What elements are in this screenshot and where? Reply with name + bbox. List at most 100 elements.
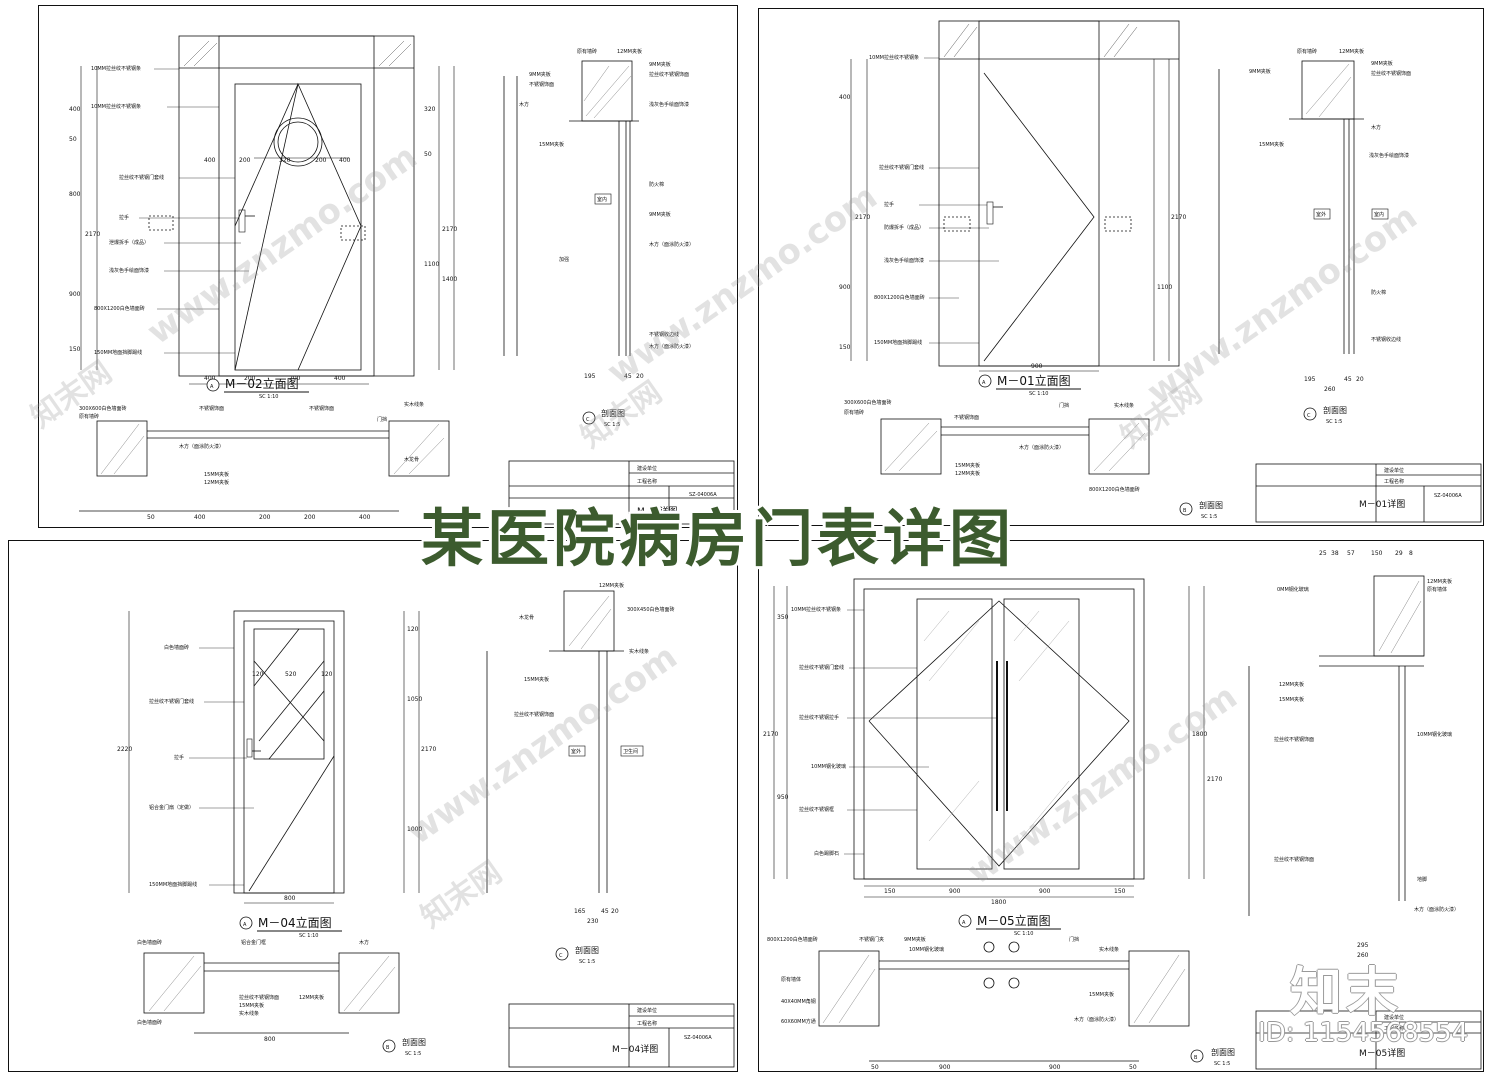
section-scale: SC 1:5 bbox=[1326, 419, 1342, 425]
elevation-title: M－04立面图 bbox=[258, 915, 332, 930]
title-block-project: 工程名称 bbox=[1384, 478, 1404, 485]
label: 拉手 bbox=[174, 754, 184, 761]
label: 150MM地面挡脚踢线 bbox=[94, 349, 142, 356]
label: 9MM夹板 bbox=[1371, 60, 1393, 67]
label: 9MM夹板 bbox=[649, 61, 671, 68]
plan-mark: B bbox=[386, 1045, 390, 1051]
section-scale: SC 1:5 bbox=[604, 422, 620, 428]
label: 15MM夹板 bbox=[1259, 141, 1284, 148]
elevation-labels-m02: 10MM拉丝纹不锈钢条 10MM拉丝纹不锈钢条 拉丝纹不锈钢门套线 拉手 泄爆拆… bbox=[91, 65, 164, 356]
dim: 800 bbox=[69, 191, 81, 198]
label: 10MM拉丝纹不锈钢条 bbox=[791, 606, 841, 613]
label: 门挡 bbox=[1059, 402, 1069, 409]
label: 防火棉 bbox=[1371, 289, 1386, 296]
label: 白色墙面砖 bbox=[137, 939, 162, 946]
elevation-scale: SC 1:10 bbox=[299, 933, 318, 939]
dim: 2220 bbox=[117, 746, 132, 753]
label: 拉手 bbox=[119, 214, 129, 221]
section-labels-m05: 12MM夹板 原有墙体 0MM钢化玻璃 12MM夹板 15MM夹板 拉丝纹不锈钢… bbox=[1274, 578, 1459, 913]
section-scale: SC 1:5 bbox=[579, 959, 595, 965]
label: 白色墙面砖 bbox=[164, 644, 189, 651]
dim: 50 bbox=[424, 151, 432, 158]
title-block-name: M-02详图 bbox=[637, 505, 677, 517]
drawing-m05: 350 2170 950 1800 2170 150 900 900 150 1… bbox=[763, 550, 1482, 1071]
label: 拉丝纹不锈钢饰面 bbox=[1274, 856, 1314, 863]
dim: 400 bbox=[839, 94, 851, 101]
label: 300X600白色墙面砖 bbox=[844, 399, 892, 406]
drawing-m04: 2220 120 1050 2170 1000 120 520 120 800 … bbox=[117, 582, 735, 1068]
dim: 900 bbox=[69, 291, 81, 298]
room-tag: 卫生间 bbox=[623, 748, 638, 755]
label: 不锈钢收边线 bbox=[649, 331, 679, 338]
title-block-code: SZ-04006A bbox=[689, 492, 717, 498]
label: 15MM夹板 bbox=[1089, 991, 1114, 998]
label: 实木线条 bbox=[404, 401, 424, 408]
label: 9MM夹板 bbox=[649, 211, 671, 218]
label: 实木线条 bbox=[239, 1010, 259, 1017]
label: 不锈钢门夹 bbox=[859, 936, 884, 943]
room-tag: 室外 bbox=[1316, 211, 1326, 218]
dim: 38 bbox=[1331, 550, 1339, 557]
dim: 900 bbox=[1031, 363, 1043, 370]
label: 9MM夹板 bbox=[904, 936, 926, 943]
label: 实木线条 bbox=[1114, 402, 1134, 409]
plan-title: 剖面图 bbox=[1199, 500, 1223, 510]
dim: 200 bbox=[304, 514, 316, 521]
dim: 25 bbox=[1319, 550, 1327, 557]
label: 150MM地面挡脚踢线 bbox=[874, 339, 922, 346]
section-title: 剖面图 bbox=[575, 945, 599, 955]
label: 12MM夹板 bbox=[1339, 48, 1364, 55]
elevation-mark: A bbox=[243, 922, 247, 928]
dim: 400 bbox=[194, 514, 206, 521]
label: 15MM夹板 bbox=[204, 471, 229, 478]
label: 木龙骨 bbox=[519, 614, 534, 621]
elevation-scale: SC 1:10 bbox=[259, 394, 278, 400]
title-block-name: M－04详图 bbox=[612, 1043, 658, 1055]
label: 拉丝纹不锈钢饰面 bbox=[514, 711, 554, 718]
label: 12MM夹板 bbox=[299, 994, 324, 1001]
dim: 295 bbox=[1357, 942, 1369, 949]
label: 原有墙砖 bbox=[79, 413, 99, 420]
label: 0MM钢化玻璃 bbox=[1277, 586, 1309, 593]
main-title: 某医院病房门表详图 bbox=[420, 502, 1015, 575]
dim: 50 bbox=[1129, 1064, 1137, 1071]
label: 60X60MM方通 bbox=[781, 1018, 816, 1025]
dim: 1050 bbox=[407, 696, 422, 703]
dim: 400 bbox=[339, 157, 351, 164]
dim: 320 bbox=[424, 106, 436, 113]
label: 木方 bbox=[359, 939, 369, 946]
room-tag: 室内 bbox=[597, 196, 607, 203]
label: 12MM夹板 bbox=[617, 48, 642, 55]
dim: 1000 bbox=[407, 826, 422, 833]
elevation-labels-m01: 10MM拉丝纹不锈钢条 拉丝纹不锈钢门套线 拉手 防爆拆手（成品） 浅灰色手绘面… bbox=[869, 54, 925, 346]
label: 加强 bbox=[559, 256, 569, 263]
plan-labels-m05: 800X1200白色墙面砖 原有墙体 不锈钢门夹 40X40MM角钢 60X60… bbox=[767, 936, 1119, 1025]
title-block-project: 工程名称 bbox=[637, 478, 657, 485]
label: 300X450白色墙面砖 bbox=[627, 606, 675, 613]
dim: 20 bbox=[636, 373, 644, 380]
dim: 29 bbox=[1395, 550, 1403, 557]
title-block-code: SZ-04006A bbox=[1434, 493, 1462, 499]
title-block-owner: 建设单位 bbox=[637, 1007, 657, 1014]
label: 原有墙砖 bbox=[844, 409, 864, 416]
label: 铝合金门扇（定做） bbox=[149, 804, 194, 811]
label: 防火棉 bbox=[649, 181, 664, 188]
dim: 2170 bbox=[1207, 776, 1222, 783]
label: 12MM夹板 bbox=[1279, 681, 1304, 688]
label: 15MM夹板 bbox=[539, 141, 564, 148]
label: 12MM夹板 bbox=[1427, 578, 1452, 585]
plan-scale: SC 1:5 bbox=[1214, 1061, 1230, 1067]
label: 800X1200白色墙面砖 bbox=[874, 294, 925, 301]
dim: 2170 bbox=[763, 731, 778, 738]
label: 800X1200白色墙面砖 bbox=[1089, 486, 1140, 493]
label: 800X1200白色墙面砖 bbox=[94, 305, 145, 312]
label: 10MM拉丝纹不锈钢条 bbox=[869, 54, 919, 61]
plan-mark: B bbox=[1194, 1055, 1198, 1061]
section-dims-m05: 25 38 57 150 29 8 295 260 bbox=[1319, 550, 1413, 959]
label: 门挡 bbox=[377, 416, 387, 423]
label: 9MM夹板 bbox=[529, 71, 551, 78]
section-title: 剖面图 bbox=[1323, 405, 1347, 415]
dim: 2170 bbox=[85, 231, 100, 238]
label: 原有墙砖 bbox=[1297, 48, 1317, 55]
dim: 900 bbox=[1039, 888, 1051, 895]
